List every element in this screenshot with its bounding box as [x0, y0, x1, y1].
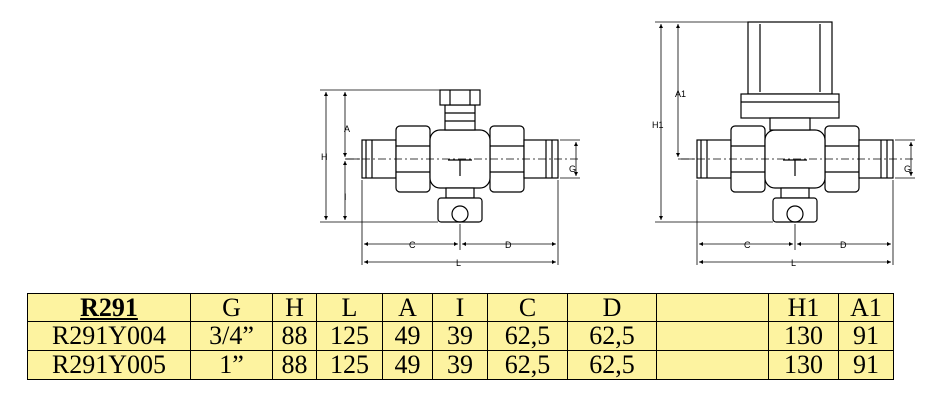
table-cell: 39: [432, 321, 488, 351]
table-cell: 125: [316, 350, 383, 380]
table-cell: 49: [382, 321, 433, 351]
header-cell-A1: A1: [838, 293, 894, 322]
dim-label-A1: A1: [675, 89, 686, 99]
header-cell-G: G: [190, 293, 273, 322]
table-cell: 62,5: [487, 321, 568, 351]
dim-label-D-right: D: [840, 240, 847, 250]
table-cell: 49: [382, 350, 433, 380]
header-cell-C: C: [487, 293, 568, 322]
technical-drawing: A H I G C D L: [320, 21, 915, 268]
table-cell: 130: [768, 350, 839, 380]
dimensions-right: [655, 21, 915, 265]
table-header-row: R291 G H L A I C D H1 A1: [27, 293, 894, 322]
dimensions-table: R291 G H L A I C D H1 A1 R291Y004 3/4” 8…: [27, 293, 894, 380]
dim-label-G: G: [569, 164, 576, 174]
table-row: R291Y005 1” 88 125 49 39 62,5 62,5 130 9…: [27, 350, 894, 380]
dim-label-H1: H1: [652, 120, 664, 130]
valve-drawing-actuator: [681, 21, 913, 223]
dim-label-L: L: [456, 258, 461, 268]
dimensions-left: [320, 89, 580, 265]
table-cell: 91: [838, 350, 894, 380]
table-cell: R291Y004: [27, 321, 191, 351]
dim-label-H: H: [321, 152, 328, 162]
table-cell: 91: [838, 321, 894, 351]
header-cell-I: I: [432, 293, 488, 322]
table-cell: 39: [432, 350, 488, 380]
table-cell: 62,5: [567, 350, 657, 380]
dim-label-C-right: C: [744, 240, 751, 250]
dim-label-D: D: [505, 240, 512, 250]
header-cell-blank: [656, 293, 769, 322]
table-cell: [656, 350, 769, 380]
table-cell: 130: [768, 321, 839, 351]
table-cell: [656, 321, 769, 351]
table-cell: R291Y005: [27, 350, 191, 380]
header-cell-L: L: [316, 293, 383, 322]
table-cell: 88: [272, 350, 317, 380]
table-cell: 1”: [190, 350, 273, 380]
table-row: R291Y004 3/4” 88 125 49 39 62,5 62,5 130…: [27, 321, 894, 351]
dim-label-G-right: G: [904, 164, 911, 174]
dim-label-L-right: L: [791, 258, 796, 268]
header-cell-D: D: [567, 293, 657, 322]
table-cell: 3/4”: [190, 321, 273, 351]
table-cell: 62,5: [567, 321, 657, 351]
dim-label-C: C: [409, 240, 416, 250]
header-cell-H1: H1: [768, 293, 839, 322]
header-cell-A: A: [382, 293, 433, 322]
dim-label-A: A: [344, 124, 350, 134]
table-cell: 62,5: [487, 350, 568, 380]
header-cell-model: R291: [27, 293, 191, 322]
valve-drawing-manual: [346, 89, 578, 223]
table-cell: 88: [272, 321, 317, 351]
table-cell: 125: [316, 321, 383, 351]
dim-label-I: I: [344, 192, 347, 202]
header-cell-H: H: [272, 293, 317, 322]
